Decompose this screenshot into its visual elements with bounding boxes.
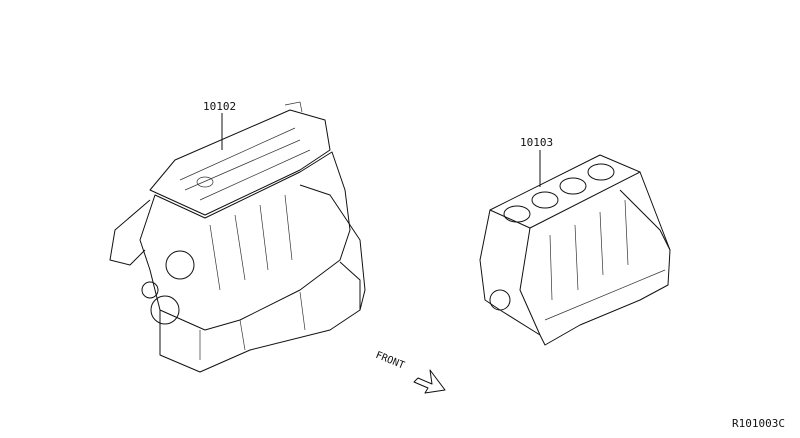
engine-assembly-drawing [109,101,366,373]
front-arrow-icon [413,369,446,394]
part-label-10103[interactable]: 10103 [520,136,554,149]
short-block-drawing [479,150,671,346]
part-label-10102[interactable]: 10102 [203,100,237,113]
figure-code: R101003C [732,417,785,430]
